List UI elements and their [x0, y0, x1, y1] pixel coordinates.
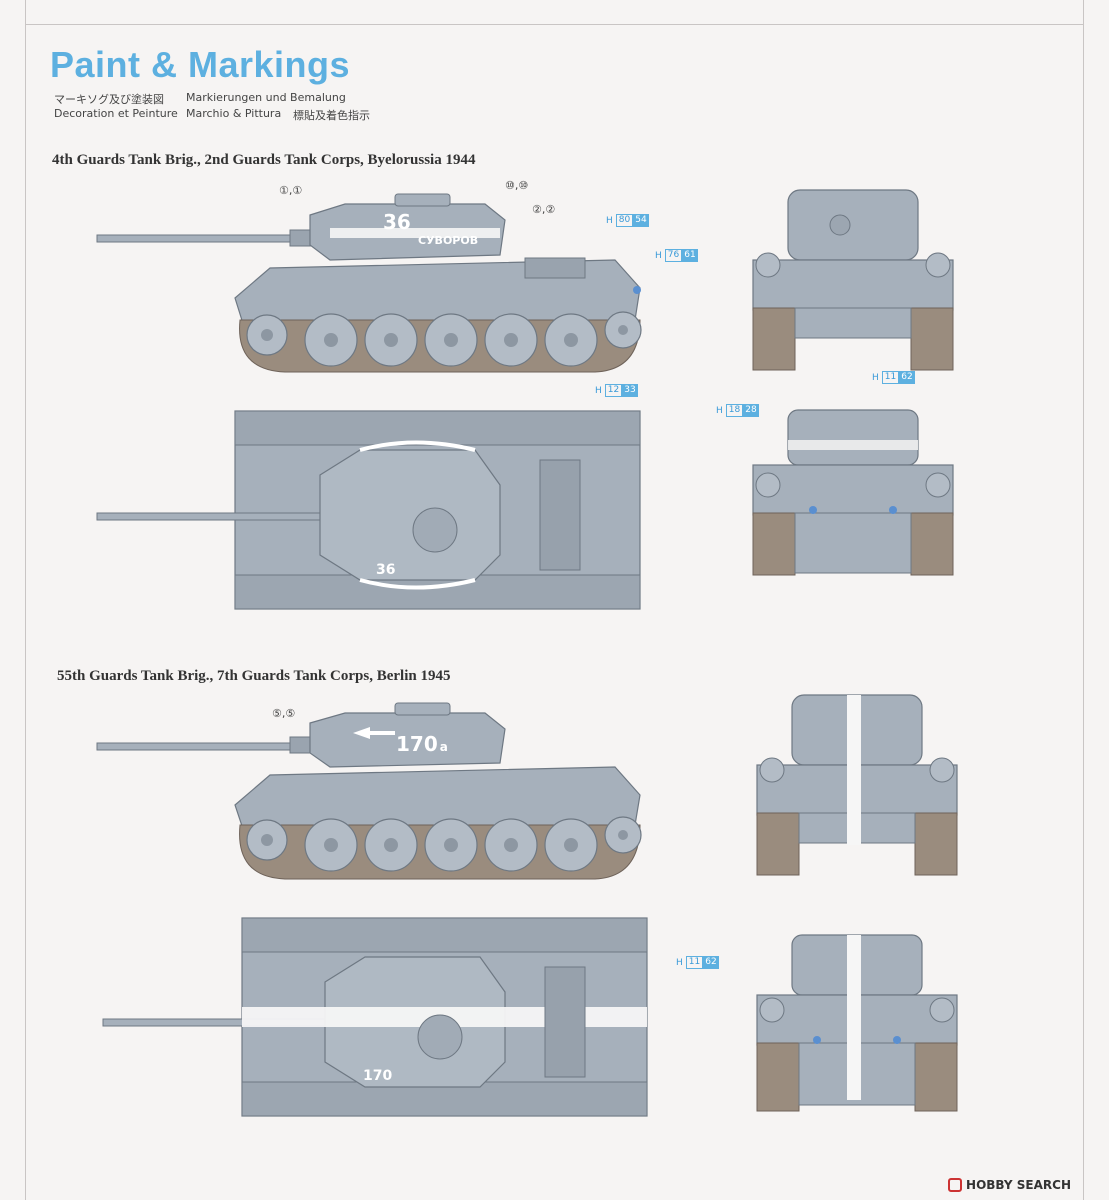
subtitle-ja: マーキソグ及び塗装図	[54, 93, 164, 106]
left-margin-rule	[25, 0, 26, 1200]
hobby-search-logo-icon	[948, 1178, 963, 1192]
scheme1-turret-number: 36	[383, 210, 411, 234]
scheme2-turret-number-suffix: a	[439, 740, 448, 754]
watermark: HOBBY SEARCH	[948, 1178, 1071, 1192]
scheme1-caption: 4th Guards Tank Brig., 2nd Guards Tank C…	[52, 152, 476, 168]
callout-10: ⑩,⑩	[505, 179, 529, 192]
right-margin-rule	[1083, 0, 1084, 1200]
callout-1: ①,①	[279, 184, 303, 197]
subtitle-fr: Decoration et Peinture	[54, 107, 178, 120]
top-margin-rule	[25, 24, 1084, 25]
scheme2-front-view	[756, 694, 958, 876]
scheme2-rear-view	[756, 934, 958, 1112]
scheme1-top-view	[96, 410, 641, 610]
scheme1-front-view	[752, 189, 954, 371]
scheme2-top-view	[102, 917, 648, 1117]
callout-2: ②,②	[532, 203, 556, 216]
scheme2-side-view	[96, 702, 642, 880]
subtitle-zh: 標貼及着色指示	[293, 109, 370, 122]
scheme2-caption: 55th Guards Tank Brig., 7th Guards Tank …	[57, 668, 451, 684]
scheme1-slogan: СУВОРОВ	[418, 234, 479, 247]
watermark-text: HOBBY SEARCH	[966, 1178, 1071, 1192]
subtitle-de: Markierungen und Bemalung	[186, 91, 346, 104]
scheme1-side-view	[96, 193, 642, 373]
callout-5: ⑤,⑤	[272, 707, 296, 720]
subtitle-it: Marchio & Pittura	[186, 107, 282, 120]
scheme2-turret-number-main: 170	[396, 732, 438, 756]
page-title: Paint & Markings	[50, 44, 351, 85]
scheme1-top-number: 36	[376, 562, 396, 578]
scheme1-rear-view	[752, 409, 954, 576]
scheme2-top-number: 170	[363, 1068, 393, 1084]
